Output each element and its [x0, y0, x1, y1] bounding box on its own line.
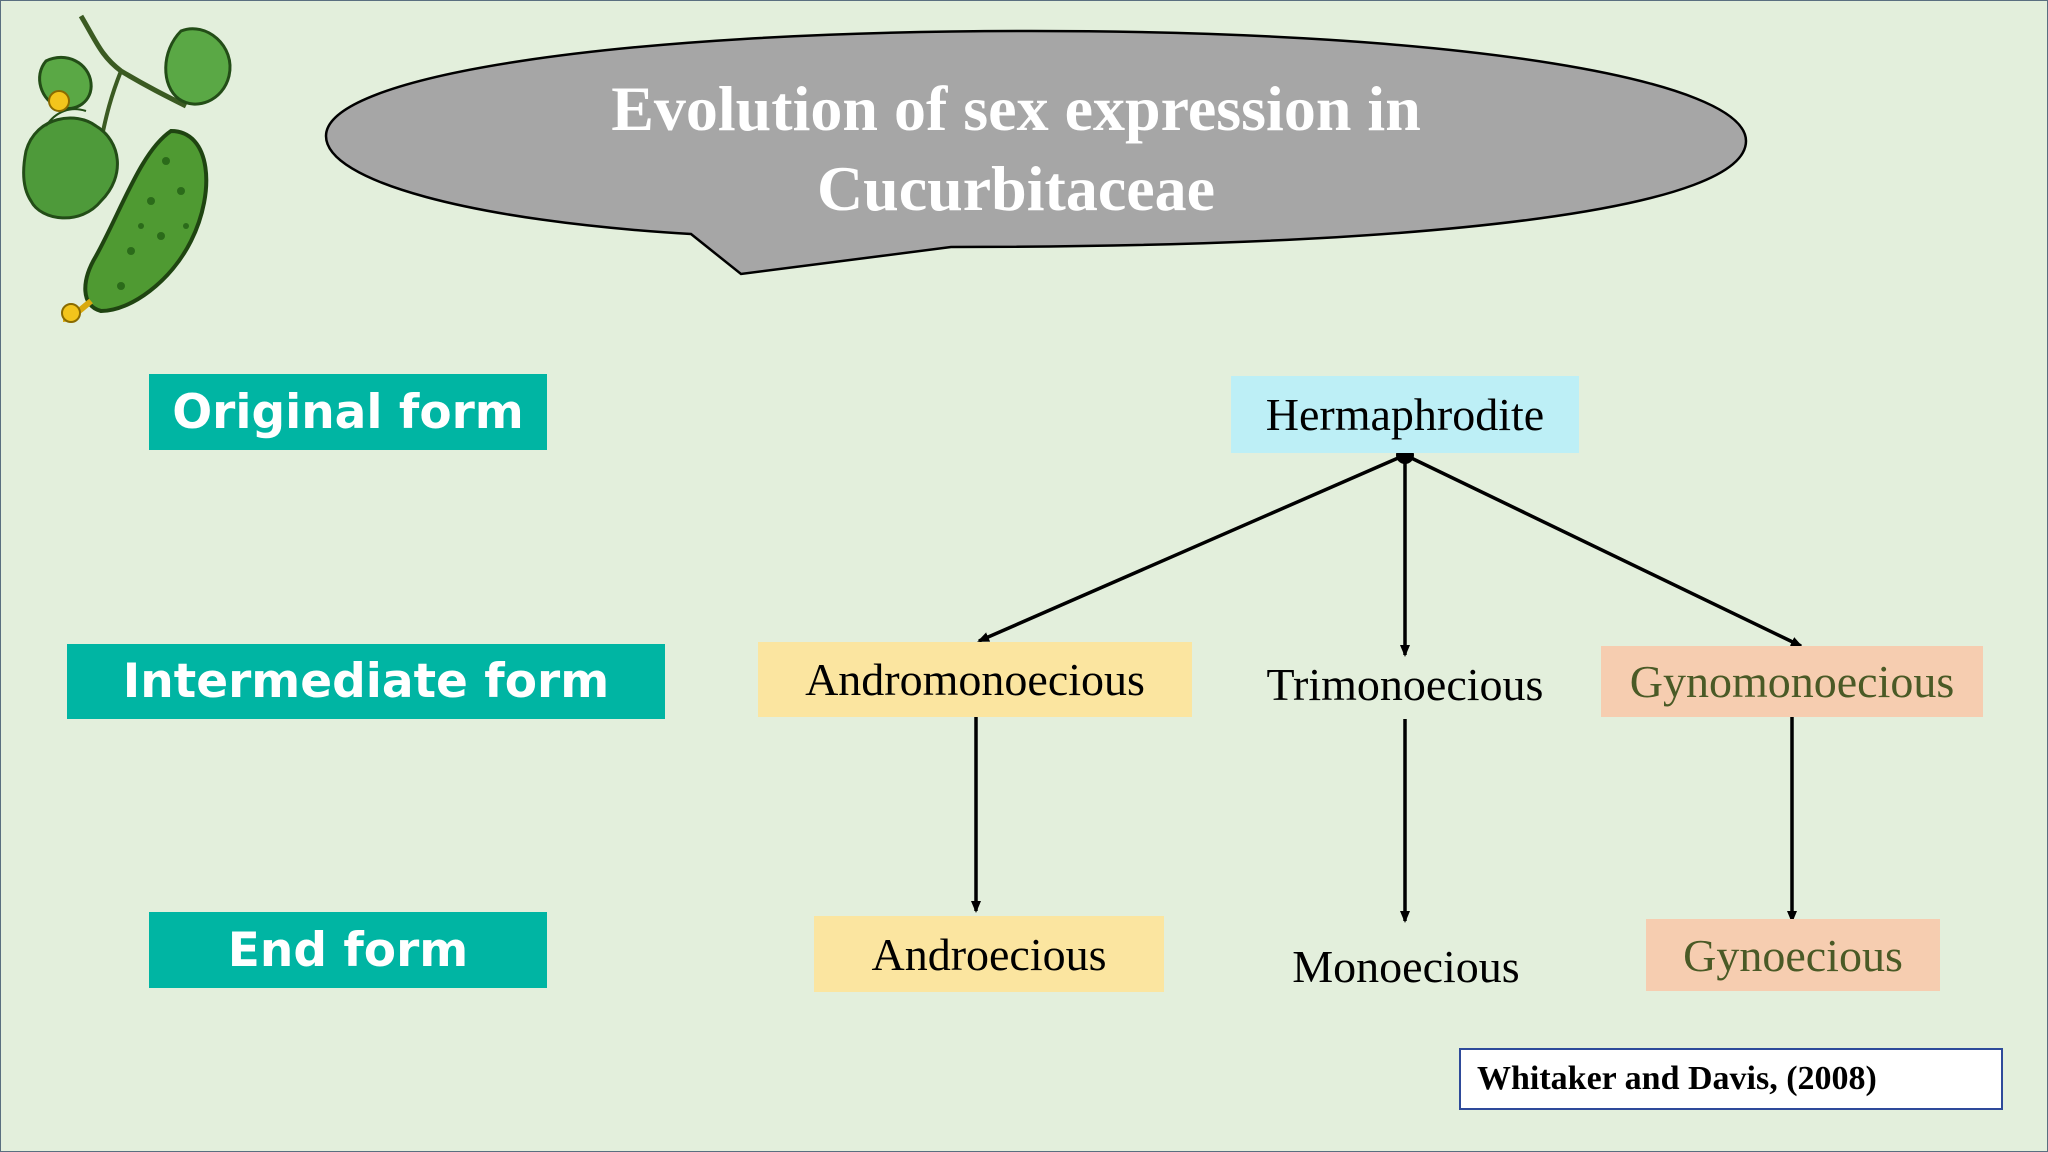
cucumber-plant-icon — [22, 14, 232, 323]
arrow-hermaphrodite-to-gynomonoecious — [1404, 453, 1803, 648]
arrow-hermaphrodite-to-andromonoecious — [977, 453, 1406, 643]
node-andromonoecious: Andromonoecious — [758, 642, 1192, 717]
node-monoecious: Monoecious — [1292, 940, 1520, 992]
node-gynoecious: Gynoecious — [1646, 919, 1940, 991]
slide-title: Evolution of sex expression in Cucurbita… — [481, 69, 1551, 229]
level-original-form: Original form — [149, 374, 547, 450]
title-line-2: Cucurbitaceae — [816, 153, 1216, 224]
level-end-form: End form — [149, 912, 547, 988]
citation-box: Whitaker and Davis, (2008) — [1459, 1048, 2003, 1110]
node-androecious: Androecious — [814, 916, 1164, 992]
node-hermaphrodite: Hermaphrodite — [1231, 376, 1579, 453]
node-trimonoecious: Trimonoecious — [1266, 658, 1544, 710]
level-intermediate-form: Intermediate form — [67, 644, 665, 719]
node-gynomonoecious: Gynomonoecious — [1601, 646, 1983, 717]
title-line-1: Evolution of sex expression in — [611, 73, 1421, 144]
title-speech-bubble — [324, 29, 1748, 276]
